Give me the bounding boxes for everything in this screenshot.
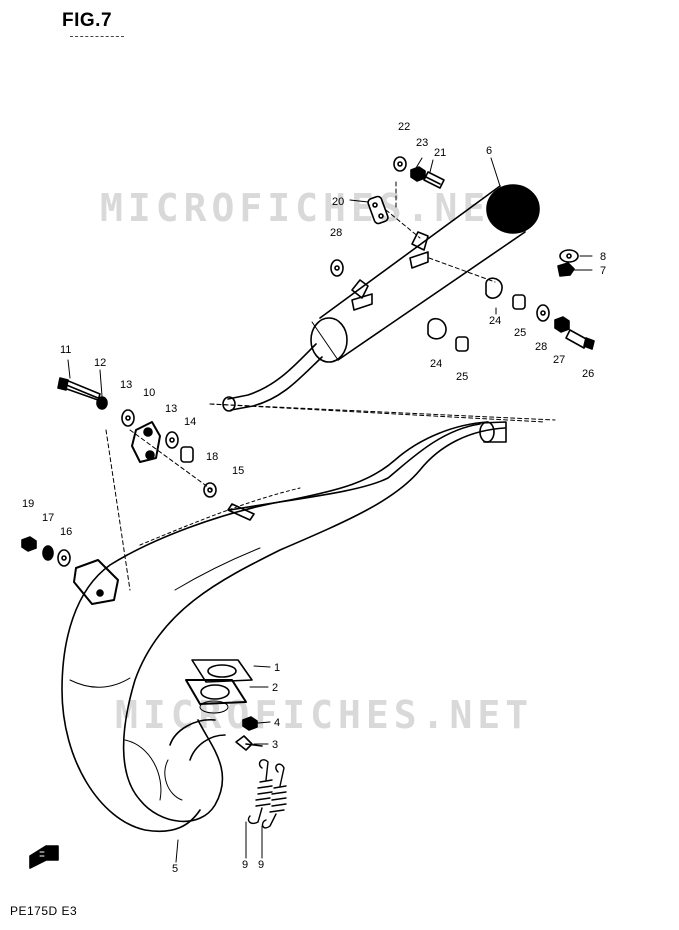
label-part-11: 11 — [60, 344, 71, 356]
model-code: PE175D E3 — [10, 904, 78, 918]
leader-lines — [67, 157, 593, 863]
label-part-5: 5 — [172, 863, 178, 875]
label-part-14: 14 — [184, 416, 196, 428]
label-part-4: 4 — [274, 717, 280, 729]
label-part-9-right: 9 — [258, 859, 264, 871]
label-part-6: 6 — [486, 145, 492, 157]
muffler — [222, 184, 540, 412]
label-part-9-left: 9 — [242, 859, 248, 871]
label-part-18: 18 — [206, 451, 218, 463]
label-part-24-right: 24 — [489, 315, 501, 327]
label-part-28-right: 28 — [535, 341, 547, 353]
label-part-20: 20 — [332, 196, 344, 208]
label-part-23: 23 — [416, 137, 428, 149]
label-part-3: 3 — [272, 739, 278, 751]
label-part-17: 17 — [42, 512, 54, 524]
clamp-hardware — [57, 377, 255, 521]
label-part-15: 15 — [232, 465, 244, 477]
expansion-chamber — [61, 421, 507, 833]
front-arrow-icon — [29, 845, 59, 869]
springs — [247, 759, 287, 829]
label-part-28-upper: 28 — [330, 227, 342, 239]
figure-title: FIG.7 — [62, 10, 113, 31]
watermark-bottom: MICROFICHES.NET — [115, 693, 534, 737]
label-part-19: 19 — [22, 498, 34, 510]
label-part-27: 27 — [553, 354, 565, 366]
figure-title-rule — [70, 36, 124, 37]
label-part-25-right: 25 — [514, 327, 526, 339]
label-part-8: 8 — [600, 251, 606, 263]
label-part-1: 1 — [274, 662, 280, 674]
label-part-10: 10 — [143, 387, 155, 399]
label-part-24-lower: 24 — [430, 358, 442, 370]
part-number-labels: 22 23 21 6 20 28 8 7 24 25 28 27 26 24 2… — [22, 121, 606, 875]
reference-lines — [105, 181, 556, 591]
label-part-21: 21 — [434, 147, 446, 159]
label-part-22: 22 — [398, 121, 410, 133]
label-part-26: 26 — [582, 368, 594, 380]
muffler-hardware — [330, 156, 595, 352]
label-part-7: 7 — [600, 265, 606, 277]
label-part-12: 12 — [94, 357, 106, 369]
label-part-25-lower: 25 — [456, 371, 468, 383]
label-part-16: 16 — [60, 526, 72, 538]
watermark-top: MICROFICHES.NET — [100, 186, 519, 230]
label-part-2: 2 — [272, 682, 278, 694]
label-part-13-left: 13 — [120, 379, 132, 391]
label-part-13-right: 13 — [165, 403, 177, 415]
gasket-hardware — [21, 536, 263, 751]
